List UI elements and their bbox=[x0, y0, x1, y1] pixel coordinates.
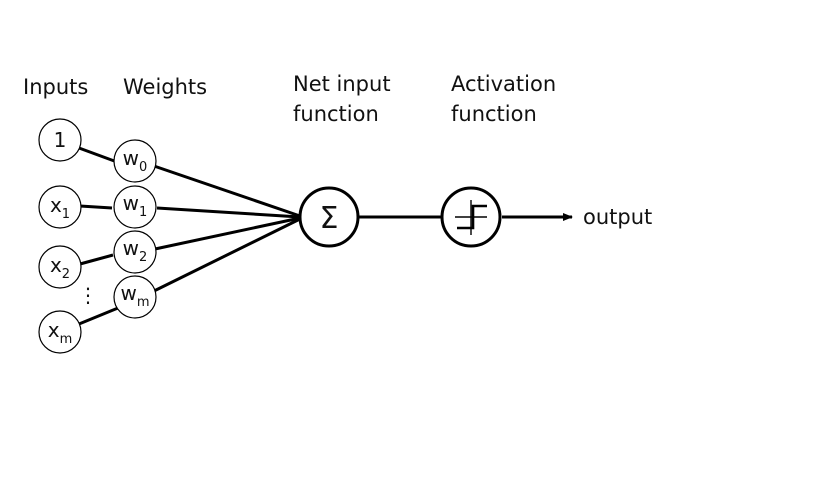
weight-node-w2: w2 bbox=[113, 230, 157, 274]
activation-header-line2: function bbox=[451, 102, 537, 126]
inputs-header: Inputs bbox=[23, 75, 88, 99]
net-input-header-line2: function bbox=[293, 102, 379, 126]
weight-node-w1: w1 bbox=[113, 185, 157, 229]
weight-node-label: w0 bbox=[123, 146, 148, 175]
edge-weight-1 bbox=[156, 206, 301, 219]
edge-weight-m bbox=[153, 217, 301, 293]
weights-header: Weights bbox=[123, 75, 207, 99]
weight-sum-edges bbox=[153, 164, 301, 293]
weight-node-label: wm bbox=[120, 281, 149, 310]
output-label: output bbox=[583, 205, 652, 229]
weight-node-w0: w0 bbox=[113, 139, 157, 183]
input-node-bias: 1 bbox=[38, 118, 82, 162]
ellipsis-icon: ⋮ bbox=[78, 283, 98, 307]
input-node-label: 1 bbox=[54, 128, 67, 152]
edge-input-0 bbox=[78, 146, 118, 164]
input-node-label: x2 bbox=[50, 253, 70, 282]
edge-input-1 bbox=[79, 204, 113, 210]
net-input-node: Σ bbox=[298, 186, 360, 248]
weight-node-label: w1 bbox=[123, 191, 148, 220]
edge-input-2 bbox=[79, 253, 114, 266]
input-node-x2: x2 bbox=[38, 245, 82, 289]
input-node-label: x1 bbox=[50, 193, 70, 222]
edge-weight-2 bbox=[154, 216, 301, 251]
weight-node-wm: wm bbox=[113, 275, 157, 319]
input-node-x1: x1 bbox=[38, 185, 82, 229]
edge-input-m bbox=[78, 306, 119, 326]
sigma-icon: Σ bbox=[320, 201, 339, 236]
input-node-xm: xm bbox=[38, 310, 82, 354]
activation-header-line1: Activation bbox=[451, 72, 556, 96]
step-function-icon bbox=[455, 200, 487, 235]
weight-node-label: w2 bbox=[123, 236, 148, 265]
activation-node bbox=[440, 186, 502, 248]
input-weight-edges bbox=[78, 146, 119, 326]
input-node-label: xm bbox=[48, 318, 73, 347]
edge-weight-0 bbox=[153, 164, 301, 218]
net-input-header-line1: Net input bbox=[293, 72, 391, 96]
